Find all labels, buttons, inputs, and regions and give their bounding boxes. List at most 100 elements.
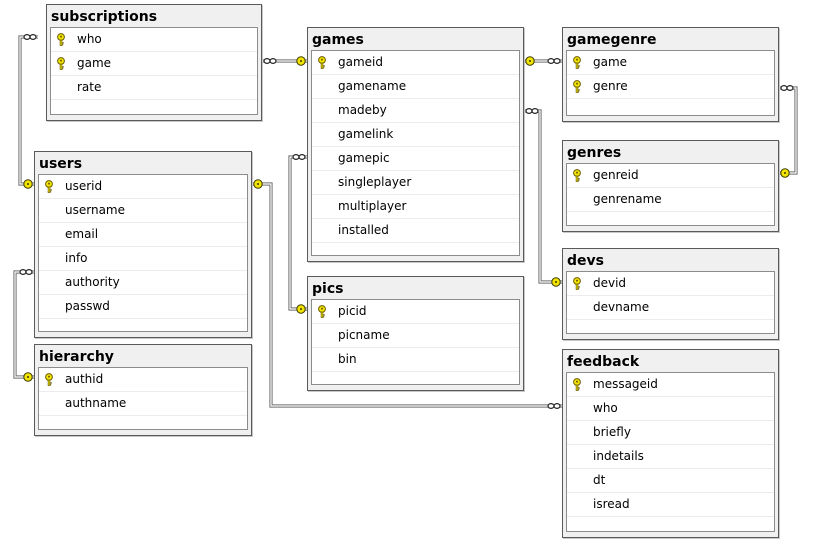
column-row[interactable]: info	[39, 247, 247, 271]
column-name: picname	[338, 328, 390, 342]
column-row[interactable]: genre	[567, 75, 774, 99]
column-row[interactable]: who	[567, 397, 774, 421]
column-row[interactable]: authname	[39, 392, 247, 416]
column-list: devid devname	[566, 271, 775, 334]
column-name: gamepic	[338, 151, 390, 165]
primary-key-icon	[567, 51, 587, 74]
relationship-users-hierarchy[interactable]	[13, 270, 34, 379]
column-name: authname	[65, 396, 127, 410]
column-row[interactable]: authid	[39, 368, 247, 392]
column-row[interactable]: email	[39, 223, 247, 247]
table-devs[interactable]: devs devid devname	[562, 248, 779, 340]
column-icon-empty	[39, 295, 59, 318]
column-icon-empty	[312, 75, 332, 98]
column-row[interactable]: username	[39, 199, 247, 223]
column-name: passwd	[65, 299, 110, 313]
key-endpoint-icon	[23, 372, 33, 382]
column-row[interactable]: rate	[51, 76, 257, 100]
column-row[interactable]: messageid	[567, 373, 774, 397]
table-title: users	[39, 156, 83, 172]
column-row[interactable]: gamelink	[312, 123, 519, 147]
column-row[interactable]: installed	[312, 219, 519, 243]
table-title: hierarchy	[39, 349, 114, 365]
infinity-icon	[19, 269, 33, 276]
column-name: messageid	[593, 377, 658, 391]
infinity-icon	[525, 107, 539, 114]
column-row[interactable]: genreid	[567, 164, 774, 188]
relationship-gamegenre-genres[interactable]	[779, 86, 798, 175]
infinity-icon	[292, 154, 306, 161]
column-row[interactable]: gamepic	[312, 147, 519, 171]
column-row[interactable]: passwd	[39, 295, 247, 319]
column-row[interactable]: gamename	[312, 75, 519, 99]
column-name: devname	[593, 300, 650, 314]
table-title: devs	[567, 253, 604, 269]
column-icon-empty	[312, 171, 332, 194]
relationship-games-pics[interactable]	[288, 155, 307, 311]
column-row[interactable]: madeby	[312, 99, 519, 123]
primary-key-icon	[567, 272, 587, 295]
column-name: devid	[593, 276, 627, 290]
column-row[interactable]: multiplayer	[312, 195, 519, 219]
column-icon-empty	[312, 348, 332, 371]
column-row[interactable]: singleplayer	[312, 171, 519, 195]
column-icon-empty	[312, 195, 332, 218]
table-title: feedback	[567, 354, 640, 370]
column-row[interactable]: devname	[567, 296, 774, 320]
column-name: singleplayer	[338, 175, 412, 189]
column-row[interactable]: game	[567, 51, 774, 75]
column-row[interactable]: picname	[312, 324, 519, 348]
column-row[interactable]: isread	[567, 493, 774, 517]
column-name: picid	[338, 304, 367, 318]
column-name: dt	[593, 473, 606, 487]
column-name: game	[77, 56, 112, 70]
column-icon-empty	[312, 219, 332, 242]
primary-key-icon	[567, 373, 587, 396]
column-row[interactable]: genrename	[567, 188, 774, 212]
table-hierarchy[interactable]: hierarchy authid authname	[34, 344, 252, 436]
key-endpoint-icon	[551, 277, 561, 287]
column-row[interactable]: dt	[567, 469, 774, 493]
column-row[interactable]: gameid	[312, 51, 519, 75]
primary-key-icon	[567, 164, 587, 187]
column-icon-empty	[312, 99, 332, 122]
column-row[interactable]: devid	[567, 272, 774, 296]
column-icon-empty	[51, 76, 71, 99]
primary-key-icon	[51, 52, 71, 75]
key-endpoint-icon	[296, 56, 306, 66]
relationship-games-devs[interactable]	[524, 109, 562, 284]
key-endpoint-icon	[780, 168, 790, 178]
infinity-icon	[263, 57, 277, 64]
column-row[interactable]: who	[51, 28, 257, 52]
column-row[interactable]: briefly	[567, 421, 774, 445]
column-icon-empty	[39, 392, 59, 415]
column-row[interactable]: bin	[312, 348, 519, 372]
column-row[interactable]: userid	[39, 175, 247, 199]
column-icon-empty	[39, 199, 59, 222]
key-endpoint-icon	[23, 179, 33, 189]
column-row[interactable]: indetails	[567, 445, 774, 469]
key-endpoint-icon	[525, 56, 535, 66]
column-row[interactable]: game	[51, 52, 257, 76]
column-list: picid picname bin	[311, 299, 520, 385]
column-name: indetails	[593, 449, 644, 463]
column-row[interactable]: authority	[39, 271, 247, 295]
column-icon-empty	[567, 445, 587, 468]
table-title: gamegenre	[567, 32, 657, 48]
column-name: userid	[65, 179, 103, 193]
key-endpoint-icon	[296, 304, 306, 314]
column-row[interactable]: picid	[312, 300, 519, 324]
column-icon-empty	[312, 123, 332, 146]
column-name: info	[65, 251, 88, 265]
